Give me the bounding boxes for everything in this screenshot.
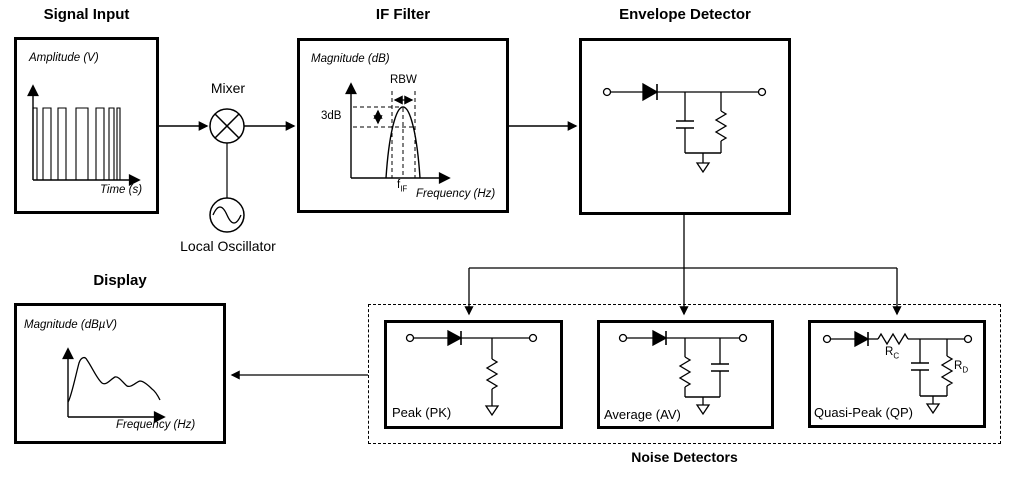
mixer-label: Mixer	[210, 80, 246, 96]
signal-input-y-axis-label: Amplitude (V)	[29, 52, 99, 64]
display-x-axis-label: Frequency (Hz)	[116, 419, 196, 431]
noise-detectors-title: Noise Detectors	[631, 449, 738, 465]
if-filter-title: IF Filter	[375, 6, 431, 23]
display-title: Display	[93, 272, 147, 289]
signal-input-x-axis-label: Time (s)	[100, 184, 143, 196]
charge-resistor-label: RC	[885, 346, 899, 360]
quasi-peak-detector-label: Quasi-Peak (QP)	[814, 405, 913, 420]
if-filter-y-axis-label: Magnitude (dB)	[311, 53, 390, 65]
if-center-frequency-label: fIF	[397, 179, 407, 193]
local-oscillator-label: Local Oscillator	[180, 238, 276, 254]
discharge-resistor-base: R	[954, 360, 963, 372]
average-detector-label: Average (AV)	[604, 407, 681, 422]
if-center-frequency-subscript: IF	[400, 184, 408, 194]
if-filter-x-axis-label: Frequency (Hz)	[416, 188, 496, 200]
mixer-symbol	[209, 108, 245, 144]
three-db-label: 3dB	[321, 110, 342, 122]
charge-resistor-subscript: C	[893, 351, 900, 361]
envelope-detector-title: Envelope Detector	[619, 6, 751, 23]
charge-resistor-base: R	[885, 346, 894, 358]
peak-detector-label: Peak (PK)	[392, 405, 452, 420]
envelope-detector-box	[579, 38, 791, 215]
local-oscillator-symbol	[209, 143, 245, 233]
discharge-resistor-label: RD	[954, 360, 968, 374]
if-center-frequency-base: f	[397, 179, 401, 191]
display-y-axis-label: Magnitude (dBµV)	[24, 319, 117, 331]
signal-input-title: Signal Input	[43, 6, 130, 23]
detector-branch-lines	[464, 215, 902, 316]
discharge-resistor-subscript: D	[962, 365, 969, 375]
rbw-label: RBW	[390, 74, 417, 86]
